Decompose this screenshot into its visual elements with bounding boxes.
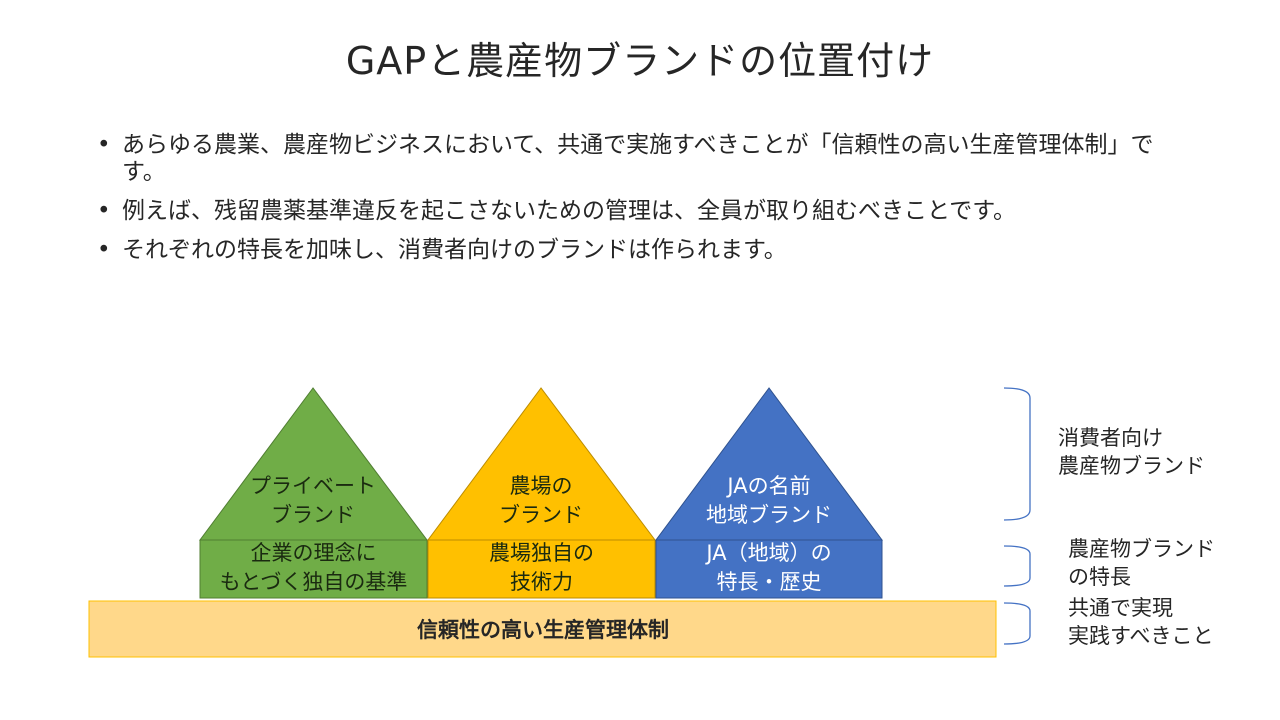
farm-brand-base-block <box>427 539 656 599</box>
label-line: JAの名前 <box>727 474 811 498</box>
label-line: 企業の理念に <box>250 541 377 565</box>
bracket-brand-features <box>1003 545 1031 587</box>
farm-brand-feature-label: 農場独自の 技術力 <box>428 539 655 597</box>
side-label-consumer-brand: 消費者向け 農産物ブランド <box>1058 424 1205 480</box>
label-line: ブランド <box>499 503 583 527</box>
private-brand-label: プライベート ブランド <box>213 472 413 530</box>
label-line: 農場の <box>509 474 573 498</box>
label-line: 共通で実現 <box>1068 596 1173 620</box>
label-line: 実践すべきこと <box>1068 624 1214 648</box>
side-label-brand-features: 農産物ブランド の特長 <box>1068 535 1215 591</box>
bullet-item: 例えば、残留農薬基準違反を起こさないための管理は、全員が取り組むべきことです。 <box>95 198 1175 225</box>
label-line: の特長 <box>1068 565 1131 589</box>
bullet-item: それぞれの特長を加味し、消費者向けのブランドは作られます。 <box>95 237 1175 264</box>
label-line: プライベート <box>250 474 376 498</box>
private-brand-base-block <box>199 539 428 599</box>
farm-brand-label: 農場の ブランド <box>441 472 641 530</box>
label-line: JA（地域）の <box>706 541 832 565</box>
label-line: 農産物ブランド <box>1068 537 1215 561</box>
slide-title: GAPと農産物ブランドの位置付け <box>345 39 935 83</box>
ja-brand-base-block <box>655 539 883 599</box>
production-management-label: 信頼性の高い生産管理体制 <box>417 618 669 642</box>
side-label-common-practice: 共通で実現 実践すべきこと <box>1068 594 1214 650</box>
label-line: 農産物ブランド <box>1058 454 1205 478</box>
bracket-common-practice <box>1003 602 1031 645</box>
bullet-item: あらゆる農業、農産物ビジネスにおいて、共通で実施すべきことが「信頼性の高い生産管… <box>95 132 1175 186</box>
ja-brand-feature-label: JA（地域）の 特長・歴史 <box>656 539 882 597</box>
bracket-consumer-brand <box>1003 387 1031 521</box>
label-line: 地域ブランド <box>706 503 832 527</box>
bullet-list: あらゆる農業、農産物ビジネスにおいて、共通で実施すべきことが「信頼性の高い生産管… <box>95 132 1175 276</box>
private-brand-feature-label: 企業の理念に もとづく独自の基準 <box>200 539 427 597</box>
label-line: もとづく独自の基準 <box>219 570 408 594</box>
label-line: 消費者向け <box>1058 426 1163 450</box>
label-line: ブランド <box>271 503 355 527</box>
label-line: 技術力 <box>510 570 573 594</box>
label-line: 農場独自の <box>489 541 594 565</box>
production-management-base <box>88 600 997 658</box>
ja-brand-label: JAの名前 地域ブランド <box>669 472 869 530</box>
label-line: 特長・歴史 <box>716 570 822 594</box>
